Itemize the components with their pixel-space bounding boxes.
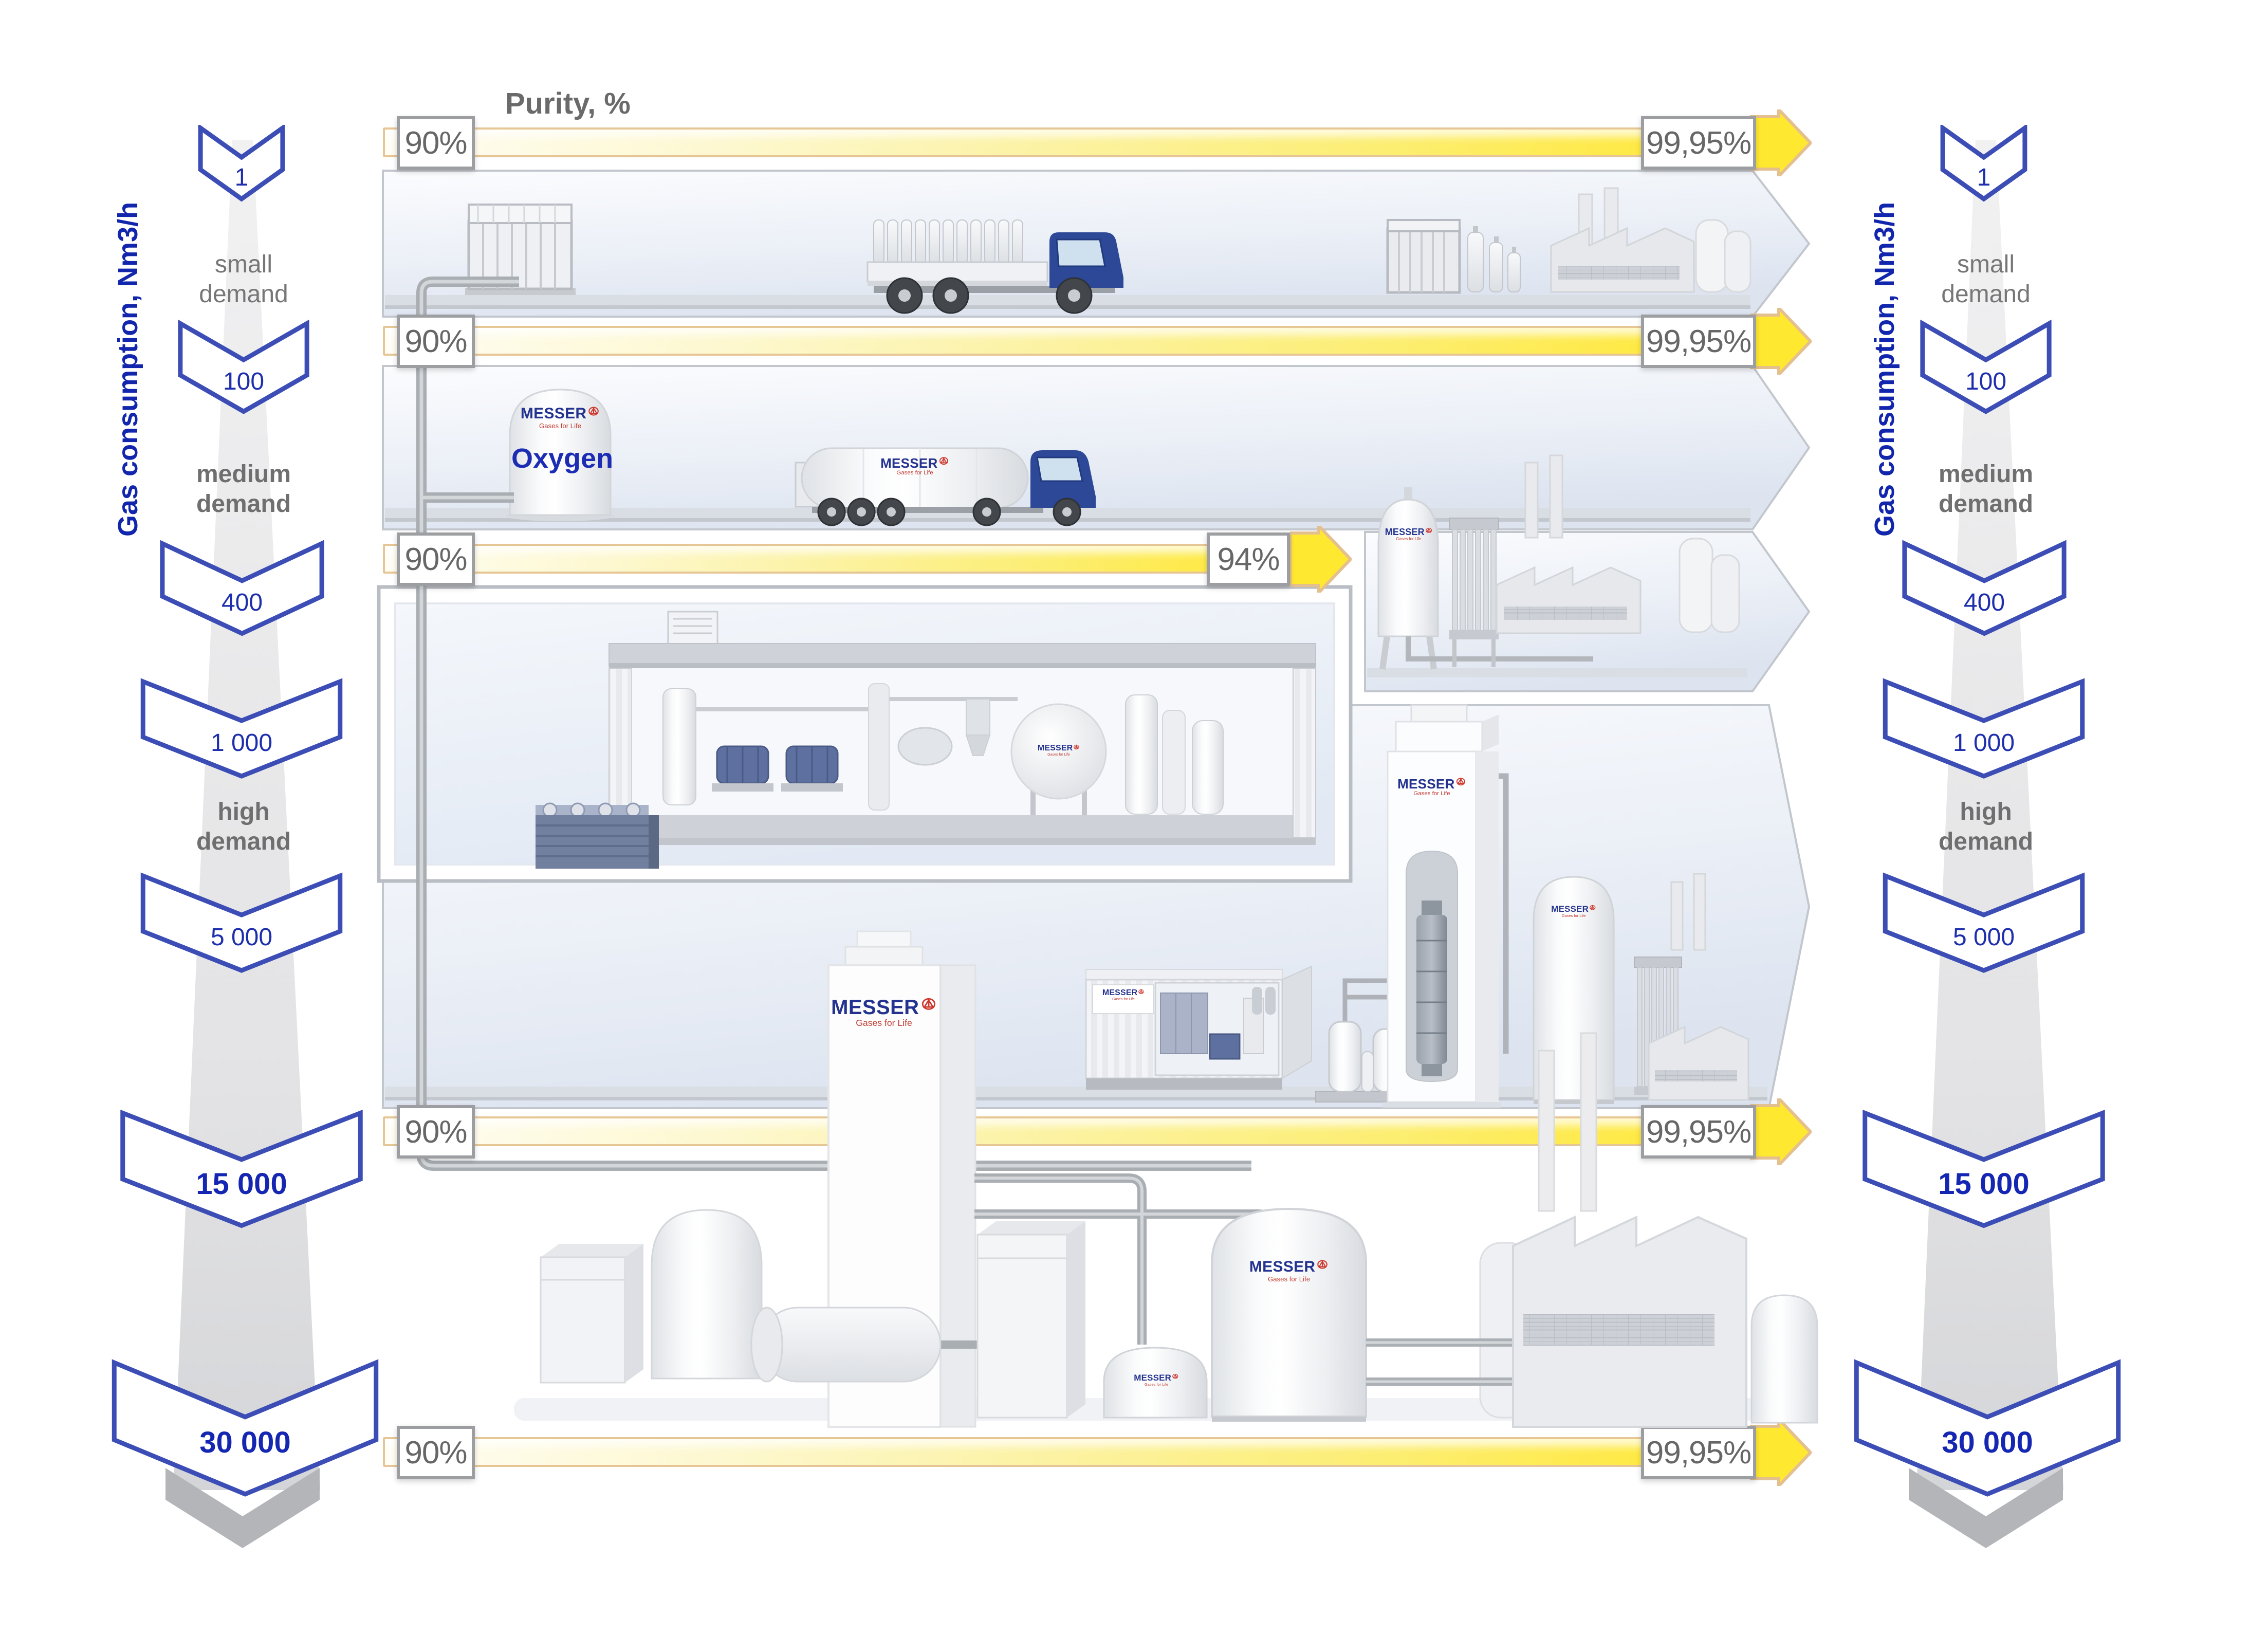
vaporizer-icon-high — [1634, 957, 1682, 1095]
cylinder-truck-icon — [866, 219, 1123, 314]
purity-end-row-4: 99,95% — [1641, 1105, 1756, 1159]
plant-vessel-icon — [651, 1209, 763, 1380]
arrow-head-icon — [1750, 109, 1812, 176]
purity-bar-row-3 — [383, 544, 1294, 574]
cylinder-rack-icon — [465, 204, 576, 295]
sphere-tank-icon — [1010, 703, 1107, 815]
arrow-head-icon — [1750, 1098, 1812, 1165]
tick-chevron-left-30000: 30 000 — [106, 1357, 384, 1500]
messer-logo: MESSER Gases for Life — [1391, 777, 1473, 797]
purity-axis-title: Purity, % — [505, 87, 631, 120]
cooler-icon — [536, 802, 659, 869]
consumption-axis-title-right: Gas consumption, Nm3/h — [1869, 201, 1900, 537]
messer-logo: MESSER Gases for Life — [848, 456, 982, 476]
tick-chevron-right-5000: 5 000 — [1879, 872, 2089, 975]
purity-start-row-4: 90% — [397, 1105, 475, 1159]
asu-box — [377, 585, 1353, 883]
plant-pipes — [935, 1173, 1276, 1349]
messer-mark-icon — [1456, 778, 1465, 786]
gas-cylinders-icon — [1467, 226, 1521, 292]
messer-mark-icon — [1172, 1373, 1178, 1379]
tick-chevron-left-15000: 15 000 — [115, 1108, 368, 1230]
messer-mark-icon — [939, 457, 948, 465]
messer-logo: MESSER Gases for Life — [831, 997, 935, 1028]
purity-start-row-1: 90% — [397, 116, 475, 170]
purity-start-row-2: 90% — [397, 315, 475, 368]
tick-chevron-left-1: 1 — [198, 125, 285, 202]
messer-logo: MESSER Gases for Life — [1238, 1259, 1340, 1282]
purity-end-row-1: 99,95% — [1641, 116, 1756, 170]
messer-logo: MESSER Gases for Life — [1095, 989, 1152, 1001]
purity-start-row-5: 90% — [397, 1426, 475, 1479]
purity-end-row-3: 94% — [1207, 532, 1290, 586]
purity-bar-row-2 — [383, 326, 1754, 356]
tick-chevron-left-400: 400 — [157, 540, 327, 637]
tick-chevron-right-100: 100 — [1919, 320, 2053, 415]
arrow-head-icon — [1750, 1419, 1812, 1486]
factory-icon-small-demand — [1550, 187, 1751, 293]
messer-logo: MESSER Gases for Life — [511, 406, 609, 429]
tick-chevron-right-400: 400 — [1900, 540, 2069, 637]
messer-mark-icon — [1317, 1260, 1327, 1269]
purity-bar-row-1 — [383, 127, 1754, 157]
band-medium-right — [1364, 531, 1811, 692]
tick-chevron-right-15000: 15 000 — [1857, 1108, 2110, 1230]
factory-icon-medium-demand — [1496, 454, 1740, 634]
messer-mark-icon — [1590, 905, 1596, 910]
messer-logo: MESSER Gases for Life — [1120, 1373, 1192, 1386]
plant-horizontal-tank-icon — [750, 1307, 942, 1383]
oxygen-label: Oxygen — [511, 443, 614, 474]
tick-chevron-right-30000: 30 000 — [1848, 1357, 2127, 1500]
tick-chevron-left-100: 100 — [176, 320, 311, 415]
cylinder-bundle-icon — [1386, 219, 1461, 294]
plant-cabinet-left-icon — [540, 1244, 643, 1384]
tick-chevron-right-1: 1 — [1940, 125, 2027, 202]
psa-skid-icon — [1315, 978, 1443, 1103]
tick-chevron-left-1000: 1 000 — [137, 677, 346, 780]
purity-end-row-5: 99,95% — [1641, 1426, 1756, 1479]
messer-logo: MESSER Gases for Life — [1028, 744, 1090, 757]
band-small-demand — [382, 170, 1811, 318]
purity-start-row-3: 90% — [397, 532, 475, 586]
coldbox-tower-icon — [1382, 704, 1509, 1108]
arrow-head-icon — [1750, 308, 1812, 375]
generator-container-icon — [1085, 965, 1312, 1090]
oxygen-tank-label: MESSER Gases for Life Oxygen — [511, 406, 614, 474]
messer-logo: MESSER Gases for Life — [1542, 905, 1606, 917]
messer-mark-icon — [1138, 989, 1144, 994]
messer-mark-icon — [588, 407, 599, 416]
consumption-axis-title-left: Gas consumption, Nm3/h — [113, 201, 143, 537]
factory-icon-pipeline — [1366, 1032, 1818, 1428]
messer-mark-icon — [1074, 744, 1079, 749]
plant-big-tank-icon — [1211, 1207, 1367, 1422]
arrow-head-icon — [1290, 526, 1352, 593]
plant-cabinet-right-icon — [976, 1221, 1085, 1419]
compressor-icon — [712, 745, 843, 792]
purity-bar-row-5 — [383, 1437, 1754, 1467]
purity-bar-row-4 — [383, 1116, 1754, 1146]
messer-mark-icon — [921, 998, 935, 1010]
cryo-tank-icon — [1377, 487, 1439, 670]
messer-mark-icon — [1426, 527, 1432, 534]
messer-logo: MESSER Gases for Life — [1380, 527, 1437, 541]
factory-icon-high-demand — [1648, 873, 1749, 1101]
tick-chevron-left-5000: 5 000 — [137, 872, 346, 975]
tick-chevron-right-1000: 1 000 — [1879, 677, 2089, 780]
asu-container-icon — [609, 611, 1316, 845]
purity-end-row-2: 99,95% — [1641, 315, 1756, 368]
